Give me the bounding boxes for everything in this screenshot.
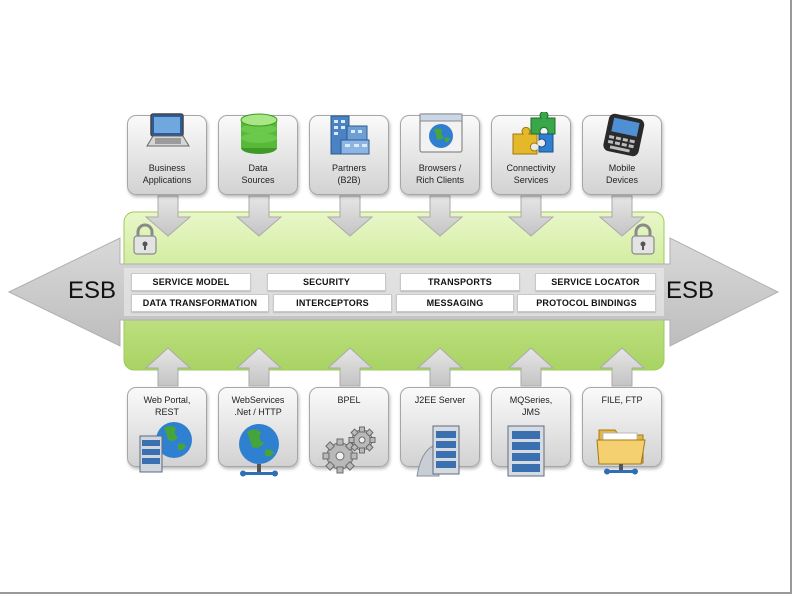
mobile-device-icon [603, 113, 645, 157]
capability-service-locator: SERVICE LOCATOR [535, 273, 656, 291]
tile-mqseries-jms: MQSeries, JMS [491, 387, 571, 477]
tile-label: Browsers / Rich Clients [415, 163, 464, 185]
server-globe-icon [139, 422, 192, 473]
padlock-icon-right [631, 223, 655, 255]
padlock-icon-left [133, 223, 157, 255]
browser-globe-icon [419, 113, 463, 153]
capability-transports: TRANSPORTS [400, 273, 520, 291]
bottom-connector-arrows [144, 347, 646, 387]
rack-server-icon [507, 425, 545, 477]
folder-network-icon [596, 429, 646, 475]
tile-label: FILE, FTP [601, 395, 643, 405]
tile-label: WebServices .Net / HTTP [231, 395, 285, 417]
tile-label: Business Applications [142, 163, 192, 185]
tile-bpel: BPEL [309, 387, 389, 474]
tile-label: Connectivity Services [506, 163, 556, 185]
tile-label: Mobile Devices [605, 163, 638, 185]
tile-label: Web Portal, REST [143, 395, 191, 417]
tile-browsers: Browsers / Rich Clients [400, 113, 480, 195]
tile-business-applications: Business Applications [127, 113, 207, 195]
tile-label: J2EE Server [414, 395, 466, 405]
capability-data-transformation: DATA TRANSFORMATION [131, 294, 269, 312]
tile-connectivity-services: Connectivity Services [491, 112, 571, 195]
tile-label: Data Sources [241, 163, 275, 185]
server-icon [416, 425, 460, 477]
esb-label-left: ESB [68, 277, 117, 304]
tile-data-sources: Data Sources [218, 113, 298, 195]
buildings-icon [330, 115, 370, 155]
tile-j2ee-server: J2EE Server [400, 387, 480, 477]
capability-service-model: SERVICE MODEL [131, 273, 251, 291]
tile-partners: Partners (B2B) [309, 115, 389, 195]
network-globe-icon [239, 424, 279, 477]
capability-messaging: MESSAGING [396, 294, 514, 312]
tile-webservices-net-http: WebServices .Net / HTTP [218, 387, 298, 477]
tile-label: Partners (B2B) [331, 163, 366, 185]
capability-interceptors: INTERCEPTORS [273, 294, 392, 312]
tile-mobile-devices: Mobile Devices [582, 113, 662, 195]
gears-icon [322, 426, 376, 474]
database-icon [240, 113, 278, 154]
tile-label: MQSeries, JMS [509, 395, 553, 417]
top-connector-arrows [144, 195, 646, 237]
esb-label-right: ESB [666, 277, 715, 304]
tile-file-ftp: FILE, FTP [582, 387, 662, 475]
tile-web-portal-rest: Web Portal, REST [127, 387, 207, 473]
capability-security: SECURITY [267, 273, 386, 291]
laptop-icon [146, 113, 190, 147]
puzzle-icon [512, 112, 556, 155]
capability-protocol-bindings: PROTOCOL BINDINGS [517, 294, 656, 312]
tile-label: BPEL [337, 395, 361, 405]
